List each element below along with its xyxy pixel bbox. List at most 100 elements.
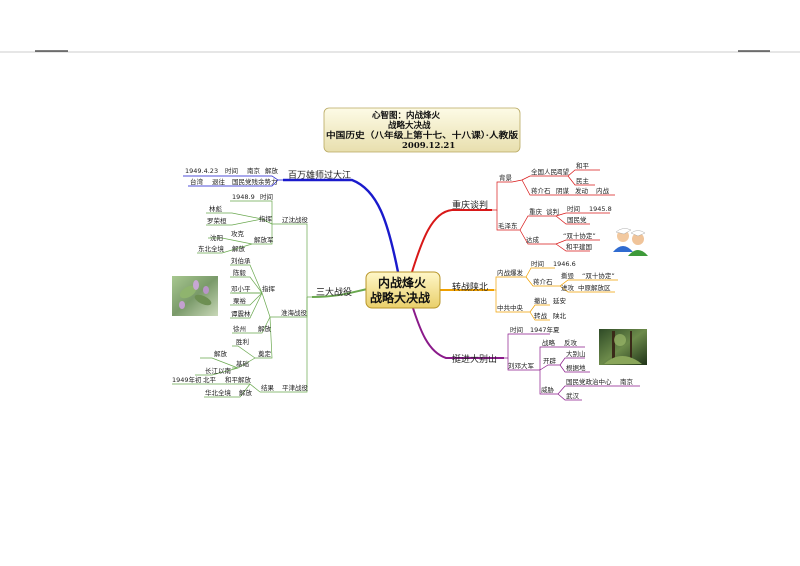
huaihai-liu: 刘伯承 — [231, 256, 251, 265]
crossing-remnant: 国民党残余势力 — [232, 177, 278, 186]
branch-three-label: 三大战役 — [316, 286, 352, 298]
db-wuhan: 武汉 — [566, 391, 580, 400]
cq-minzhu: 民主 — [576, 176, 590, 185]
liaoshen-luo: 罗荣桓 — [207, 216, 227, 225]
liaoshen-dongbei: 东北全境 — [198, 244, 225, 253]
title-box: 心智图：内战烽火 战略大决战 中国历史（八年级上第十七、十八课）·人教版 200… — [323, 107, 521, 153]
cq-jiang: 蒋介石 — [531, 186, 551, 195]
crossing-tuiwang: 退往 — [212, 177, 226, 186]
branch-dabie-label: 挺进大别山 — [452, 353, 497, 365]
cq-heping-jianguo: 和平建国 — [566, 242, 592, 251]
db-time-label: 时间 — [510, 325, 523, 334]
huaihai-label: 淮海战役 — [281, 308, 308, 317]
cq-dacheng: 达成 — [526, 235, 540, 244]
sb-zhongyuan: 中原解放区 — [578, 283, 611, 292]
crossing-date: 1949.4.23 — [185, 167, 218, 175]
title-line-4: 2009.12.21 — [402, 141, 455, 151]
dianding-shengli: 胜利 — [236, 337, 249, 346]
branch-crossing-label: 百万雄师过大江 — [288, 169, 351, 181]
cq-time: 1945.8 — [589, 205, 612, 213]
branch-shanbei-tree — [494, 267, 618, 321]
cq-fadong: 发动 — [575, 186, 589, 195]
branch-dabie-tree — [504, 333, 640, 401]
cq-kewang: 渴望 — [556, 167, 570, 176]
db-weixie: 威胁 — [541, 385, 555, 394]
sb-time-label: 时间 — [531, 259, 544, 268]
liaoshen-jiefangjun: 解放军 — [254, 235, 274, 244]
huaihai-tan: 谭震林 — [231, 309, 251, 318]
title-line-2: 战略大决战 — [388, 120, 431, 131]
cq-neizhan: 内战 — [596, 186, 610, 195]
dianding-changjiang: 长江以南 — [205, 366, 232, 375]
dianding-jiefang: 解放 — [214, 349, 228, 358]
crossing-time-label: 时间 — [225, 166, 238, 175]
db-genjudi: 根据地 — [566, 363, 586, 372]
huaihai-su: 粟裕 — [233, 296, 247, 305]
liaoshen-time: 1948.9 — [232, 193, 255, 201]
forest-photo — [599, 329, 647, 365]
branch-chongqing-label: 重庆谈判 — [452, 199, 488, 211]
cq-time-label: 时间 — [567, 204, 580, 213]
cq-heping: 和平 — [576, 161, 590, 170]
cq-yinmou: 阴谋 — [556, 186, 570, 195]
liaoshen-shenyang: 沈阳 — [210, 233, 223, 242]
liaoshen-lin: 林彪 — [209, 204, 223, 213]
sb-zhuanzhan: 转战 — [534, 311, 548, 320]
pingjin-jiefang: 解放 — [239, 388, 253, 397]
db-zhanlue: 战略 — [542, 338, 556, 347]
db-guomindang-center: 国民党政治中心 — [566, 377, 612, 386]
dianding-label: 奠定 — [258, 349, 272, 358]
people-icon — [613, 228, 648, 256]
center-line-2: 战略大决战 — [370, 290, 430, 305]
sb-time: 1946.6 — [553, 260, 576, 268]
liaoshen-label: 辽沈战役 — [282, 215, 309, 224]
pingjin-label: 平津战役 — [282, 383, 309, 392]
cq-chongqing: 重庆 — [529, 207, 543, 216]
cq-quanguo: 全国人民 — [531, 167, 557, 176]
huaihai-xuzhou: 徐州 — [233, 324, 246, 333]
db-nanjing: 南京 — [620, 377, 634, 386]
branch-crossing — [183, 175, 283, 187]
crossing-jiefang: 解放 — [265, 166, 279, 175]
db-time: 1947年夏 — [530, 325, 560, 334]
crossing-taiwan: 台湾 — [190, 177, 204, 186]
db-liudeng: 刘邓大军 — [508, 361, 535, 370]
sb-xieding: “双十协定” — [582, 271, 615, 280]
sb-chehuo: 撤出 — [534, 296, 547, 305]
huaihai-jiefang: 解放 — [258, 324, 272, 333]
sb-jiang: 蒋介石 — [533, 277, 553, 286]
center-line-1: 内战烽火 — [378, 275, 427, 290]
liaoshen-gongke: 攻克 — [231, 229, 245, 238]
title-line-1: 心智图：内战烽火 — [372, 110, 441, 121]
pingjin-jieguo: 结果 — [261, 383, 275, 392]
sb-sihui: 撕毁 — [561, 271, 575, 280]
huaihai-command: 指挥 — [262, 284, 276, 293]
cq-xieding: “双十协定” — [563, 231, 596, 240]
branch-three-tree — [172, 200, 314, 398]
sb-yanan: 延安 — [553, 296, 567, 305]
cq-guomindang: 国民党 — [567, 215, 587, 224]
cq-mao: 毛泽东 — [498, 221, 518, 230]
branch-shanbei-label: 转战陕北 — [452, 281, 488, 293]
center-node: 内战烽火 战略大决战 — [365, 271, 441, 309]
sb-zhonggong: 中共中央 — [497, 303, 524, 312]
db-kaipi: 开辟 — [543, 356, 557, 365]
pingjin-heping: 和平解放 — [225, 375, 252, 384]
sb-shanbei: 陕北 — [553, 311, 567, 320]
huaihai-chen: 陈毅 — [233, 268, 247, 277]
plant-photo — [172, 276, 218, 316]
liaoshen-command: 指挥 — [259, 214, 273, 223]
pingjin-huabei: 华北全境 — [205, 388, 232, 397]
branch-crossing-line — [283, 178, 400, 273]
dianding-jichu: 基础 — [236, 359, 250, 368]
crossing-nanjing: 南京 — [247, 166, 261, 175]
title-line-3: 中国历史（八年级上第十七、十八课）·人教版 — [326, 130, 519, 141]
cq-tanpan: 谈判 — [546, 207, 559, 216]
branch-chongqing-line — [411, 209, 492, 273]
cq-beijing: 背景 — [499, 173, 513, 182]
sb-neizhan: 内战爆发 — [497, 268, 524, 277]
db-dabieshan: 大别山 — [566, 349, 586, 358]
branch-chongqing-tree — [492, 169, 615, 252]
